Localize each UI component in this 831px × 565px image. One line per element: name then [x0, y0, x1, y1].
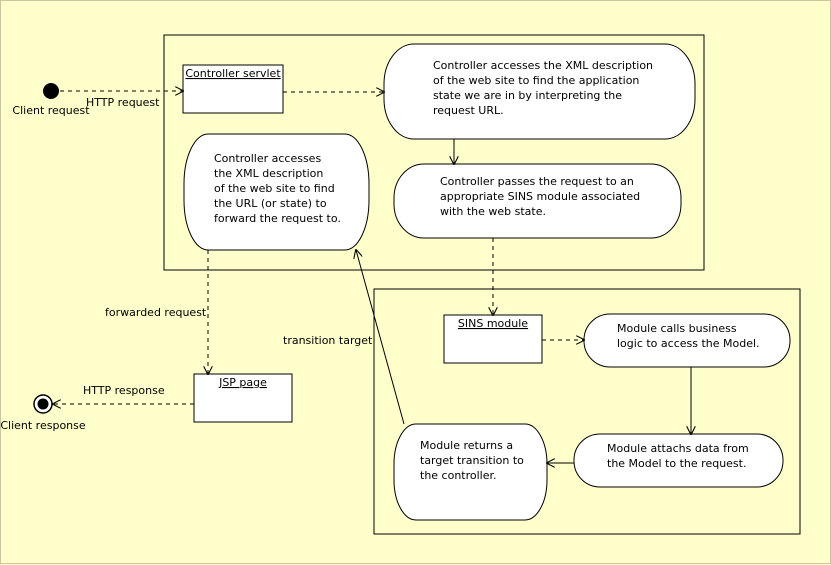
activity-text-line: the XML description	[214, 167, 323, 180]
module-partition	[373, 288, 801, 535]
activity-attach-data	[573, 433, 784, 488]
jsp-page-box	[193, 373, 293, 423]
end-label: Client response	[1, 419, 86, 432]
activity-find-url	[183, 133, 370, 251]
activity-find-url-text: Controller accesses the XML description of…	[214, 152, 341, 225]
activity-text-line: appropriate SINS module associated	[440, 190, 640, 203]
controller-partition	[163, 34, 705, 271]
label-http-request: HTTP request	[86, 96, 160, 109]
controller-servlet-label: Controller servlet	[185, 67, 281, 80]
edge-returns-to-find	[356, 250, 405, 425]
activity-text-line: request URL.	[433, 104, 504, 117]
activity-returns-transition	[393, 423, 548, 521]
activity-text-line: state we are in by interpreting the	[433, 89, 622, 102]
activity-text-line: the URL (or state) to	[214, 197, 327, 210]
activity-text-line: Module calls business	[617, 322, 737, 335]
sins-module-label: SINS module	[458, 317, 528, 330]
activity-text-line: Controller accesses	[214, 152, 321, 165]
activity-text-line: Controller passes the request to an	[440, 175, 634, 188]
label-http-response: HTTP response	[83, 384, 165, 397]
activity-pass-request-text: Controller passes the request to an appro…	[440, 175, 640, 218]
activity-text-line: of the web site to find	[214, 182, 335, 195]
activity-text-line: with the web state.	[440, 205, 546, 218]
activity-text-line: of the web site to find the application	[433, 74, 639, 87]
activity-calls-logic-text: Module calls business logic to access the…	[617, 322, 760, 350]
activity-attach-data-text: Module attachs data from the Model to the…	[607, 442, 749, 470]
activity-text-line: target transition to	[420, 454, 524, 467]
activity-text-line: Module attachs data from	[607, 442, 749, 455]
activity-returns-transition-text: Module returns a target transition to the …	[420, 439, 524, 482]
activity-text-line: Controller accesses the XML description	[433, 59, 653, 72]
label-transition-target: transition target	[283, 334, 373, 347]
activity-text-line: Module returns a	[420, 439, 513, 452]
jsp-page-label: JSP page	[218, 376, 267, 389]
label-forwarded-request: forwarded request	[105, 306, 207, 319]
final-node-inner	[37, 398, 49, 410]
activity-access-xml-text: Controller accesses the XML description o…	[433, 59, 653, 117]
controller-servlet-box	[182, 64, 284, 114]
activity-pass-request	[393, 163, 682, 239]
start-label: Client request	[12, 104, 90, 117]
activity-text-line: the controller.	[420, 469, 497, 482]
activity-text-line: forward the request to.	[214, 212, 341, 225]
activity-text-line: logic to access the Model.	[617, 337, 760, 350]
initial-node	[43, 83, 59, 99]
activity-text-line: the Model to the request.	[607, 457, 746, 470]
